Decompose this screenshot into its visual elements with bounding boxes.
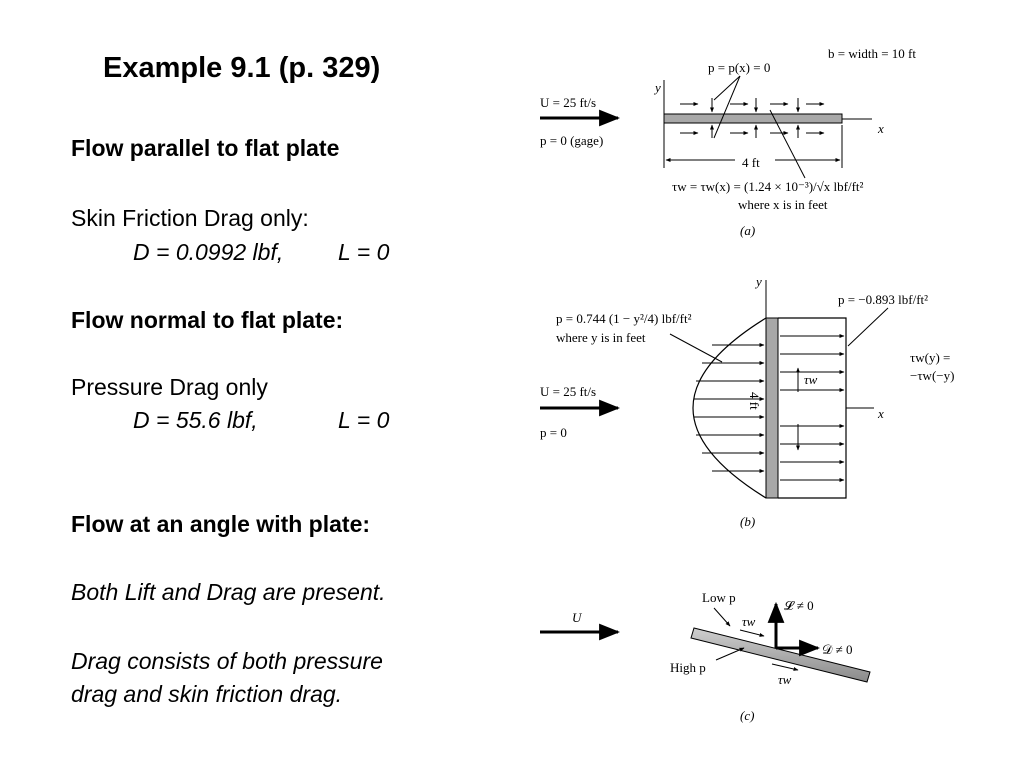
figure-svg: b = width = 10 ft p = p(x) = 0 y U = 25 … bbox=[540, 46, 954, 723]
inclined-plate bbox=[690, 627, 871, 683]
high-pressure-label: High p bbox=[670, 660, 706, 675]
leader-line bbox=[769, 109, 806, 179]
velocity-label-a: U = 25 ft/s bbox=[540, 95, 596, 110]
width-label: b = width = 10 ft bbox=[828, 46, 916, 61]
caption-b: (b) bbox=[740, 514, 755, 529]
front-pressure-profile bbox=[692, 317, 767, 499]
tau-bottom-label: τw bbox=[778, 672, 792, 687]
leader-line bbox=[847, 307, 889, 347]
inlet-pressure-label: p = 0 bbox=[540, 425, 567, 440]
parallel-heading: Flow parallel to flat plate bbox=[71, 135, 340, 161]
normal-note: Pressure Drag only bbox=[71, 374, 268, 400]
caption-c: (c) bbox=[740, 708, 754, 723]
x-axis-label-a: x bbox=[877, 121, 884, 136]
symmetry-label-1: τw(y) = bbox=[910, 350, 950, 365]
leader-line bbox=[713, 75, 741, 101]
angle-line-3: drag and skin friction drag. bbox=[71, 681, 343, 707]
parallel-drag-value: D = 0.0992 lbf, bbox=[133, 239, 284, 265]
parallel-lift-value: L = 0 bbox=[338, 239, 390, 265]
low-pressure-label: Low p bbox=[702, 590, 736, 605]
slide-title: Example 9.1 (p. 329) bbox=[103, 52, 381, 84]
gage-pressure-label: p = 0 (gage) bbox=[540, 133, 603, 148]
caption-a: (a) bbox=[740, 223, 755, 238]
back-pressure-profile bbox=[778, 317, 847, 499]
normal-drag-value: D = 55.6 lbf, bbox=[133, 407, 258, 433]
plate-height-label: 4 ft bbox=[747, 392, 762, 410]
front-pressure-note: where y is in feet bbox=[556, 330, 646, 345]
front-pressure-formula: p = 0.744 (1 − y²/4) lbf/ft² bbox=[556, 311, 692, 326]
velocity-label-c: U bbox=[572, 610, 583, 625]
flat-plate-b bbox=[765, 317, 779, 499]
leader-line bbox=[669, 333, 723, 363]
pressure-zero-label: p = p(x) = 0 bbox=[708, 60, 770, 75]
back-pressure-label: p = −0.893 lbf/ft² bbox=[838, 292, 928, 307]
drag-label: 𝒟 ≠ 0 bbox=[822, 642, 853, 657]
tau-top-label: τw bbox=[742, 614, 756, 629]
x-axis-label-b: x bbox=[877, 406, 884, 421]
wall-shear-note: where x is in feet bbox=[738, 197, 828, 212]
normal-heading: Flow normal to flat plate: bbox=[71, 307, 344, 333]
wall-shear-formula: τw = τw(x) = (1.24 × 10⁻³)/√x lbf/ft² bbox=[672, 179, 864, 194]
parallel-note: Skin Friction Drag only: bbox=[71, 205, 309, 231]
high-pressure-leader bbox=[715, 647, 745, 661]
symmetry-label-2: −τw(−y) bbox=[910, 368, 954, 383]
panel-c: U Low p High p τw τw 𝓛 ≠ 0 𝒟 ≠ 0 (c) bbox=[540, 590, 871, 723]
angle-heading: Flow at an angle with plate: bbox=[71, 511, 371, 537]
shear-arrow-bottom bbox=[771, 663, 799, 671]
normal-lift-value: L = 0 bbox=[338, 407, 390, 433]
flat-plate-a bbox=[663, 113, 843, 124]
flat-plate-figure: b = width = 10 ft p = p(x) = 0 y U = 25 … bbox=[530, 40, 970, 730]
tau-label-b: τw bbox=[804, 372, 818, 387]
panel-a: b = width = 10 ft p = p(x) = 0 y U = 25 … bbox=[540, 46, 916, 238]
y-axis-label-a: y bbox=[653, 80, 661, 95]
low-pressure-leader bbox=[713, 607, 731, 627]
shear-arrow-top bbox=[739, 629, 765, 637]
lift-label: 𝓛 ≠ 0 bbox=[784, 598, 814, 613]
plate-length-label: 4 ft bbox=[742, 155, 760, 170]
angle-line-1: Both Lift and Drag are present. bbox=[71, 579, 386, 605]
leader-line bbox=[713, 75, 741, 139]
y-axis-label-b: y bbox=[754, 274, 762, 289]
angle-line-2: Drag consists of both pressure bbox=[71, 648, 383, 674]
panel-b: y p = 0.744 (1 − y²/4) lbf/ft² where y i… bbox=[540, 274, 954, 529]
velocity-label-b: U = 25 ft/s bbox=[540, 384, 596, 399]
